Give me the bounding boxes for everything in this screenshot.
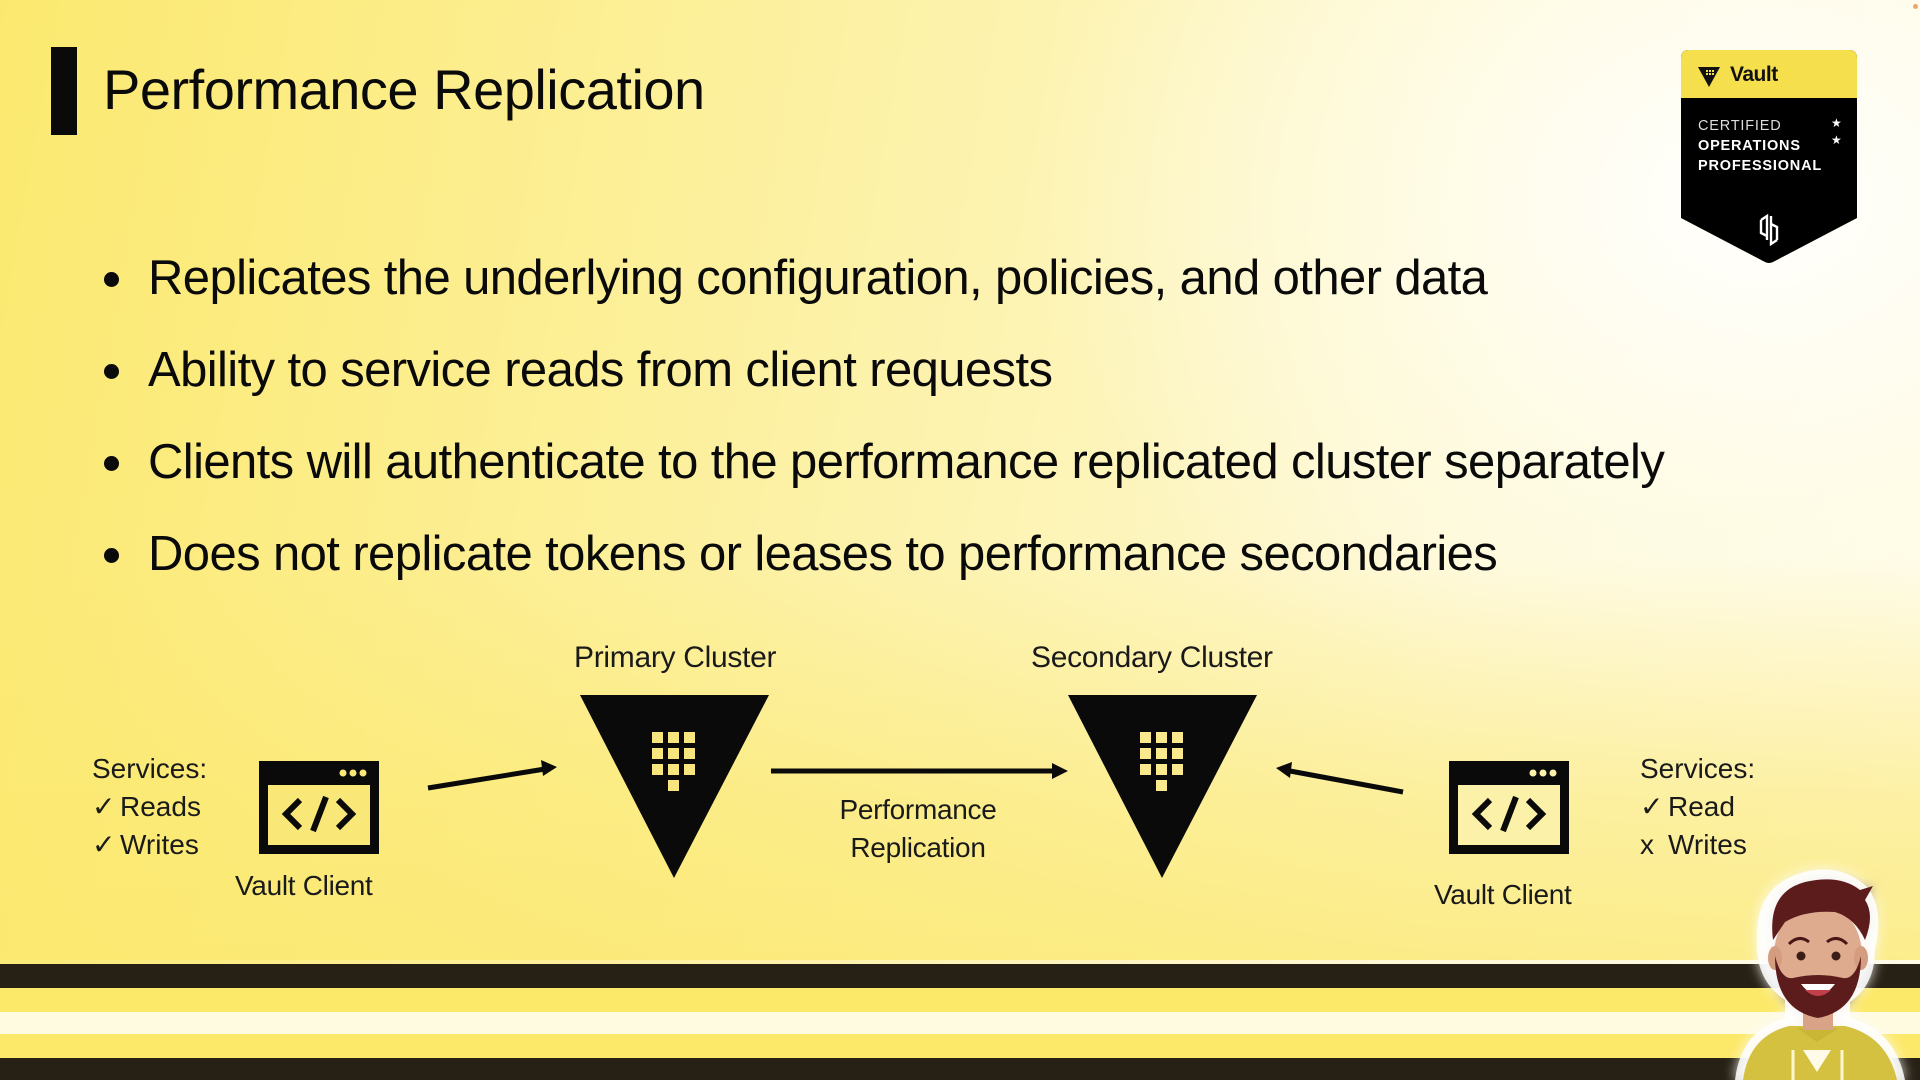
left-client-code-icon (259, 761, 379, 854)
secondary-cluster-icon (1068, 695, 1257, 878)
title-accent-bar (51, 47, 77, 135)
right-client-label: Vault Client (1434, 879, 1572, 910)
presenter-avatar (1735, 869, 1905, 1080)
footer-stripe-light (0, 1012, 1920, 1034)
bullet-text: Replicates the underlying configuration,… (148, 251, 1488, 305)
footer-stripe-yellow (0, 1034, 1920, 1058)
service-item: ✓Reads (92, 788, 207, 826)
badge-line: CERTIFIED (1698, 118, 1782, 134)
services-title: Services: (92, 753, 208, 784)
secondary-cluster-label: Secondary Cluster (1031, 641, 1273, 674)
left-client-label: Vault Client (235, 870, 373, 901)
replication-label-line2: Replication (850, 832, 986, 863)
badge-line: OPERATIONS (1698, 138, 1801, 154)
left-services-list: Services: ✓Reads ✓Writes (92, 750, 207, 864)
bullet-item: Clients will authenticate to the perform… (100, 416, 1665, 508)
arrow-client-to-primary (427, 760, 557, 791)
badge-shape (1681, 50, 1857, 263)
vault-logo-icon (1698, 67, 1720, 87)
arrow-client-to-secondary (1276, 762, 1404, 795)
bullet-dot-icon (104, 272, 119, 287)
arrow-replication (771, 763, 1068, 779)
check-icon: ✓ (92, 829, 116, 860)
check-icon: ✓ (92, 791, 116, 822)
badge-brand: Vault (1730, 63, 1778, 86)
footer-stripe-dark (0, 1058, 1920, 1080)
certification-badge: Vault CERTIFIED OPERATIONS PROFESSIONAL … (1681, 50, 1857, 265)
badge-text: CERTIFIED OPERATIONS PROFESSIONAL (1698, 116, 1822, 176)
corner-dot (1913, 4, 1918, 9)
check-icon: ✓ (1640, 791, 1664, 822)
star-icon: ★ (1831, 133, 1842, 147)
bullet-dot-icon (104, 456, 119, 471)
bullet-dot-icon (104, 364, 119, 379)
x-icon: x (1640, 829, 1654, 860)
footer-stripe-dark (0, 964, 1920, 988)
replication-label: Performance Replication (818, 791, 1018, 867)
bullet-text: Does not replicate tokens or leases to p… (148, 527, 1498, 581)
bullet-item: Does not replicate tokens or leases to p… (100, 508, 1664, 600)
bullet-text: Clients will authenticate to the perform… (148, 435, 1665, 489)
primary-cluster-icon (580, 695, 769, 878)
service-item: ✓Writes (92, 826, 207, 864)
footer-stripe-yellow (0, 988, 1920, 1012)
right-client-code-icon (1449, 761, 1569, 854)
bullet-item: Replicates the underlying configuration,… (100, 232, 1664, 324)
replication-label-line1: Performance (839, 794, 997, 825)
slide-title: Performance Replication (103, 58, 705, 121)
badge-line: PROFESSIONAL (1698, 158, 1822, 174)
service-item: ✓Read (1640, 788, 1755, 826)
bullet-text: Ability to service reads from client req… (148, 343, 1053, 397)
bullet-item: Ability to service reads from client req… (100, 324, 1664, 416)
services-title: Services: (1640, 753, 1756, 784)
star-icon: ★ (1831, 116, 1842, 130)
bullet-list: Replicates the underlying configuration,… (100, 232, 1665, 600)
primary-cluster-label: Primary Cluster (574, 641, 777, 674)
hashicorp-logo-icon (1759, 213, 1779, 247)
bullet-dot-icon (104, 548, 119, 563)
